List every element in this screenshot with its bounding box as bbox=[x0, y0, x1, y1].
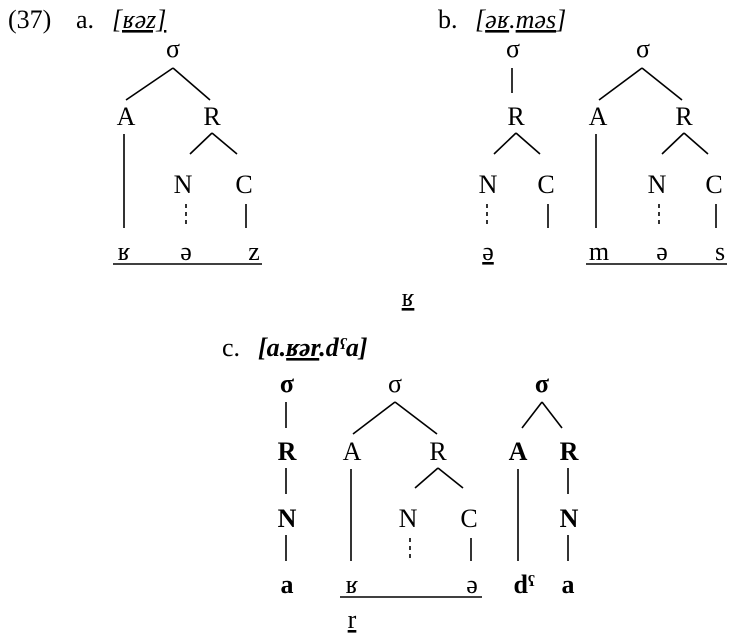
transcription-b: [əʁ.məs] bbox=[475, 5, 566, 34]
tree-c-syllable-1: σ R N a bbox=[278, 369, 297, 599]
sigma-node: σ bbox=[166, 34, 180, 63]
transcription-a: [ʁəz] bbox=[112, 5, 166, 34]
segment: s bbox=[715, 237, 725, 266]
branch bbox=[641, 67, 683, 101]
coda-node: C bbox=[537, 170, 554, 199]
branch bbox=[661, 132, 685, 155]
sigma-node: σ bbox=[636, 34, 650, 63]
tree-c-syllable-3: σ A R N dˤ a bbox=[509, 369, 579, 599]
branch bbox=[598, 67, 643, 101]
sigma-node: σ bbox=[506, 34, 520, 63]
rhyme-node: R bbox=[203, 102, 221, 131]
segment: ə bbox=[180, 237, 192, 266]
sigma-node: σ bbox=[535, 369, 549, 398]
branch bbox=[125, 67, 174, 101]
tree-b-syllable-2: σ A R N C m ə s bbox=[586, 34, 727, 266]
onset-node: A bbox=[509, 437, 528, 466]
nucleus-node: N bbox=[278, 504, 297, 533]
branch bbox=[493, 132, 517, 155]
coda-node: C bbox=[235, 170, 252, 199]
segment: ə bbox=[656, 237, 668, 266]
tree-a: σ A R N C ʁ ə z bbox=[113, 34, 262, 266]
onset-node: A bbox=[117, 102, 136, 131]
transcription-c: [a.ʁər.dˤa] bbox=[258, 333, 368, 362]
rhyme-node: R bbox=[507, 102, 525, 131]
tree-c-syllable-2: σ A R N C ʁ ə bbox=[340, 369, 482, 599]
branch bbox=[437, 467, 464, 489]
sigma-node: σ bbox=[388, 369, 402, 398]
floating-segment-c: r bbox=[348, 605, 357, 634]
segment: m bbox=[589, 237, 609, 266]
tree-b-syllable-1: σ R N C ə bbox=[479, 34, 555, 266]
nucleus-node: N bbox=[479, 170, 498, 199]
branch bbox=[683, 132, 709, 155]
segment: ʁ bbox=[118, 237, 131, 266]
branch bbox=[352, 401, 396, 435]
segment: ə bbox=[466, 570, 478, 599]
label-a: a. bbox=[76, 5, 94, 34]
coda-node: C bbox=[460, 504, 477, 533]
segment: dˤ bbox=[514, 570, 535, 599]
label-b: b. bbox=[438, 5, 458, 34]
segment: z bbox=[248, 237, 260, 266]
sigma-node: σ bbox=[280, 369, 294, 398]
segment: a bbox=[281, 570, 294, 599]
onset-node: A bbox=[589, 102, 608, 131]
branch bbox=[521, 401, 543, 429]
nucleus-node: N bbox=[399, 504, 418, 533]
branch bbox=[414, 467, 439, 489]
floating-segment-b: ʁ bbox=[402, 283, 415, 312]
nucleus-node: N bbox=[174, 170, 193, 199]
nucleus-node: N bbox=[560, 504, 579, 533]
label-c: c. bbox=[222, 333, 240, 362]
rhyme-node: R bbox=[429, 437, 447, 466]
segment: ʁ bbox=[346, 570, 359, 599]
branch bbox=[172, 67, 211, 101]
example-number: (37) bbox=[8, 5, 51, 34]
branch bbox=[394, 401, 438, 435]
branch bbox=[211, 132, 238, 155]
rhyme-node: R bbox=[675, 102, 693, 131]
branch bbox=[189, 132, 213, 155]
nucleus-node: N bbox=[648, 170, 667, 199]
rhyme-node: R bbox=[278, 437, 297, 466]
rhyme-node: R bbox=[560, 437, 579, 466]
segment: a bbox=[562, 570, 575, 599]
branch bbox=[541, 401, 563, 429]
coda-node: C bbox=[705, 170, 722, 199]
onset-node: A bbox=[343, 437, 362, 466]
branch bbox=[515, 132, 541, 155]
segment: ə bbox=[482, 237, 494, 266]
